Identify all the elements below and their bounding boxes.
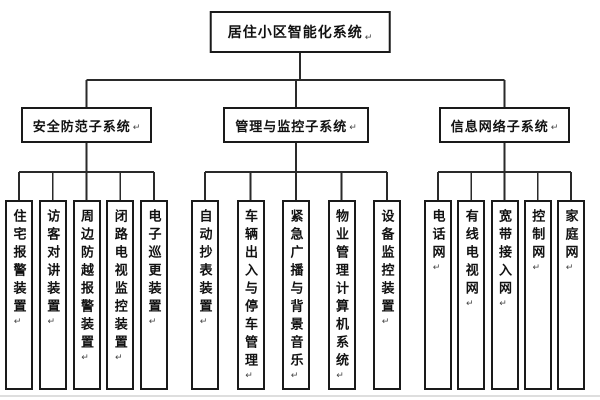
- subsystem-group: 安全防范子系统↵住宅报警装置↵访客对讲装置↵周边防越报警装置↵闭路电视监控装置↵…: [5, 107, 168, 390]
- device-node: 住宅报警装置↵: [5, 200, 33, 390]
- device-node-label: 闭路电视监控装置: [112, 209, 128, 353]
- bottom-rule: [0, 395, 600, 397]
- device-node-label: 自动抄表装置: [197, 209, 213, 317]
- device-node-text: 电子巡更装置↵: [146, 209, 162, 388]
- eol-mark: ↵: [381, 317, 392, 327]
- device-node: 电子巡更装置↵: [140, 200, 168, 390]
- device-node: 设备监控装置↵: [373, 200, 401, 390]
- device-node-text: 宽带接入网↵: [497, 209, 512, 388]
- device-node-label: 宽带接入网: [497, 209, 512, 299]
- eol-mark: ↵: [364, 32, 373, 42]
- subsystem-group: 信息网络子系统↵电话网↵有线电视网↵宽带接入网↵控制网↵家庭网↵: [424, 107, 585, 390]
- device-node-text: 物业管理计算机系统↵: [334, 209, 349, 388]
- eol-mark: ↵: [499, 299, 509, 309]
- device-node: 闭路电视监控装置↵: [106, 200, 135, 390]
- eol-mark: ↵: [550, 122, 559, 132]
- device-node-label: 家庭网: [563, 209, 579, 263]
- subsystem-node: 安全防范子系统↵: [20, 107, 153, 143]
- device-node-text: 紧急广播与背景音乐↵: [288, 209, 304, 388]
- device-node: 周边防越报警装置↵: [72, 200, 101, 390]
- device-node-label: 周边防越报警装置: [79, 209, 94, 353]
- device-node-label: 有线电视网: [463, 209, 479, 299]
- eol-mark: ↵: [47, 317, 58, 327]
- eol-mark: ↵: [13, 317, 24, 327]
- device-node-label: 住宅报警装置: [11, 209, 27, 317]
- subsystem-node-label: 管理与监控子系统: [235, 118, 348, 134]
- eol-mark: ↵: [565, 263, 576, 273]
- device-node-label: 设备监控装置: [379, 209, 395, 317]
- eol-mark: ↵: [336, 371, 346, 381]
- device-node: 访客对讲装置↵: [38, 200, 67, 390]
- device-node: 自动抄表装置↵: [191, 200, 219, 390]
- device-node-label: 电话网: [430, 209, 446, 263]
- device-node: 宽带接入网↵: [490, 200, 519, 390]
- device-node: 车辆出入与停车管理↵: [236, 200, 265, 390]
- device-node-text: 控制网↵: [530, 209, 546, 388]
- device-node: 紧急广播与背景音乐↵: [282, 200, 310, 390]
- eol-mark: ↵: [532, 263, 543, 273]
- device-node-text: 设备监控装置↵: [379, 209, 395, 388]
- subsystem-node-label: 信息网络子系统: [450, 118, 549, 134]
- eol-mark: ↵: [199, 317, 210, 327]
- subsystem-row: 安全防范子系统↵住宅报警装置↵访客对讲装置↵周边防越报警装置↵闭路电视监控装置↵…: [5, 107, 585, 390]
- device-node-label: 电子巡更装置: [146, 209, 162, 317]
- device-node-text: 车辆出入与停车管理↵: [243, 209, 258, 388]
- eol-mark: ↵: [132, 122, 141, 132]
- root-node: 居住小区智能化系统↵: [209, 11, 391, 53]
- device-row: 电话网↵有线电视网↵宽带接入网↵控制网↵家庭网↵: [424, 200, 585, 390]
- device-node: 电话网↵: [424, 200, 452, 390]
- eol-mark: ↵: [465, 299, 476, 309]
- device-row: 住宅报警装置↵访客对讲装置↵周边防越报警装置↵闭路电视监控装置↵电子巡更装置↵: [5, 200, 168, 390]
- root-node-label: 居住小区智能化系统: [227, 24, 363, 40]
- device-node-label: 访客对讲装置: [45, 209, 61, 317]
- subsystem-node: 管理与监控子系统↵: [223, 107, 369, 143]
- device-node-label: 控制网: [530, 209, 546, 263]
- device-row: 自动抄表装置↵车辆出入与停车管理↵紧急广播与背景音乐↵物业管理计算机系统↵设备监…: [191, 200, 401, 390]
- device-node-text: 有线电视网↵: [463, 209, 479, 388]
- device-node: 家庭网↵: [557, 200, 585, 390]
- eol-mark: ↵: [114, 353, 125, 363]
- eol-mark: ↵: [290, 371, 301, 381]
- device-node: 有线电视网↵: [457, 200, 486, 390]
- device-node: 物业管理计算机系统↵: [327, 200, 356, 390]
- eol-mark: ↵: [349, 122, 357, 132]
- subsystem-group: 管理与监控子系统↵自动抄表装置↵车辆出入与停车管理↵紧急广播与背景音乐↵物业管理…: [191, 107, 401, 390]
- device-node-text: 闭路电视监控装置↵: [112, 209, 128, 388]
- device-node-text: 家庭网↵: [563, 209, 579, 388]
- device-node-text: 访客对讲装置↵: [45, 209, 61, 388]
- eol-mark: ↵: [148, 317, 159, 327]
- device-node-label: 紧急广播与背景音乐: [288, 209, 304, 371]
- device-node-text: 自动抄表装置↵: [197, 209, 213, 388]
- device-node-label: 车辆出入与停车管理: [243, 209, 258, 371]
- eol-mark: ↵: [432, 263, 443, 273]
- eol-mark: ↵: [245, 371, 255, 381]
- subsystem-node: 信息网络子系统↵: [438, 107, 571, 143]
- device-node: 控制网↵: [523, 200, 552, 390]
- device-node-text: 电话网↵: [430, 209, 446, 388]
- subsystem-node-label: 安全防范子系统: [32, 118, 131, 134]
- device-node-label: 物业管理计算机系统: [334, 209, 349, 371]
- eol-mark: ↵: [81, 353, 91, 363]
- device-node-text: 住宅报警装置↵: [11, 209, 27, 388]
- device-node-text: 周边防越报警装置↵: [79, 209, 94, 388]
